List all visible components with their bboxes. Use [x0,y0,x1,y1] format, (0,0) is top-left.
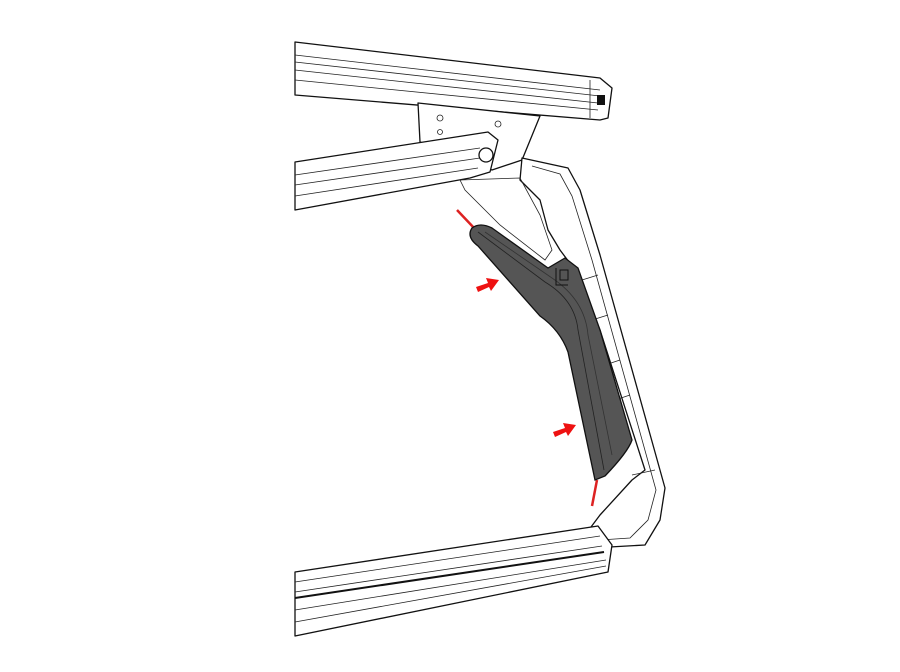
logo-icon [555,268,569,286]
bottom-rail [294,525,613,637]
lower-push-arrow-icon [553,423,576,437]
upper-push-arrow-icon [476,278,499,292]
end-cap [597,95,605,105]
lower-guide-line [590,479,599,507]
side-frame [459,157,666,549]
upper-side-rail [294,131,499,211]
upper-guide-line [456,209,476,230]
top-crossbar [294,41,613,121]
pad-insert [469,224,633,481]
